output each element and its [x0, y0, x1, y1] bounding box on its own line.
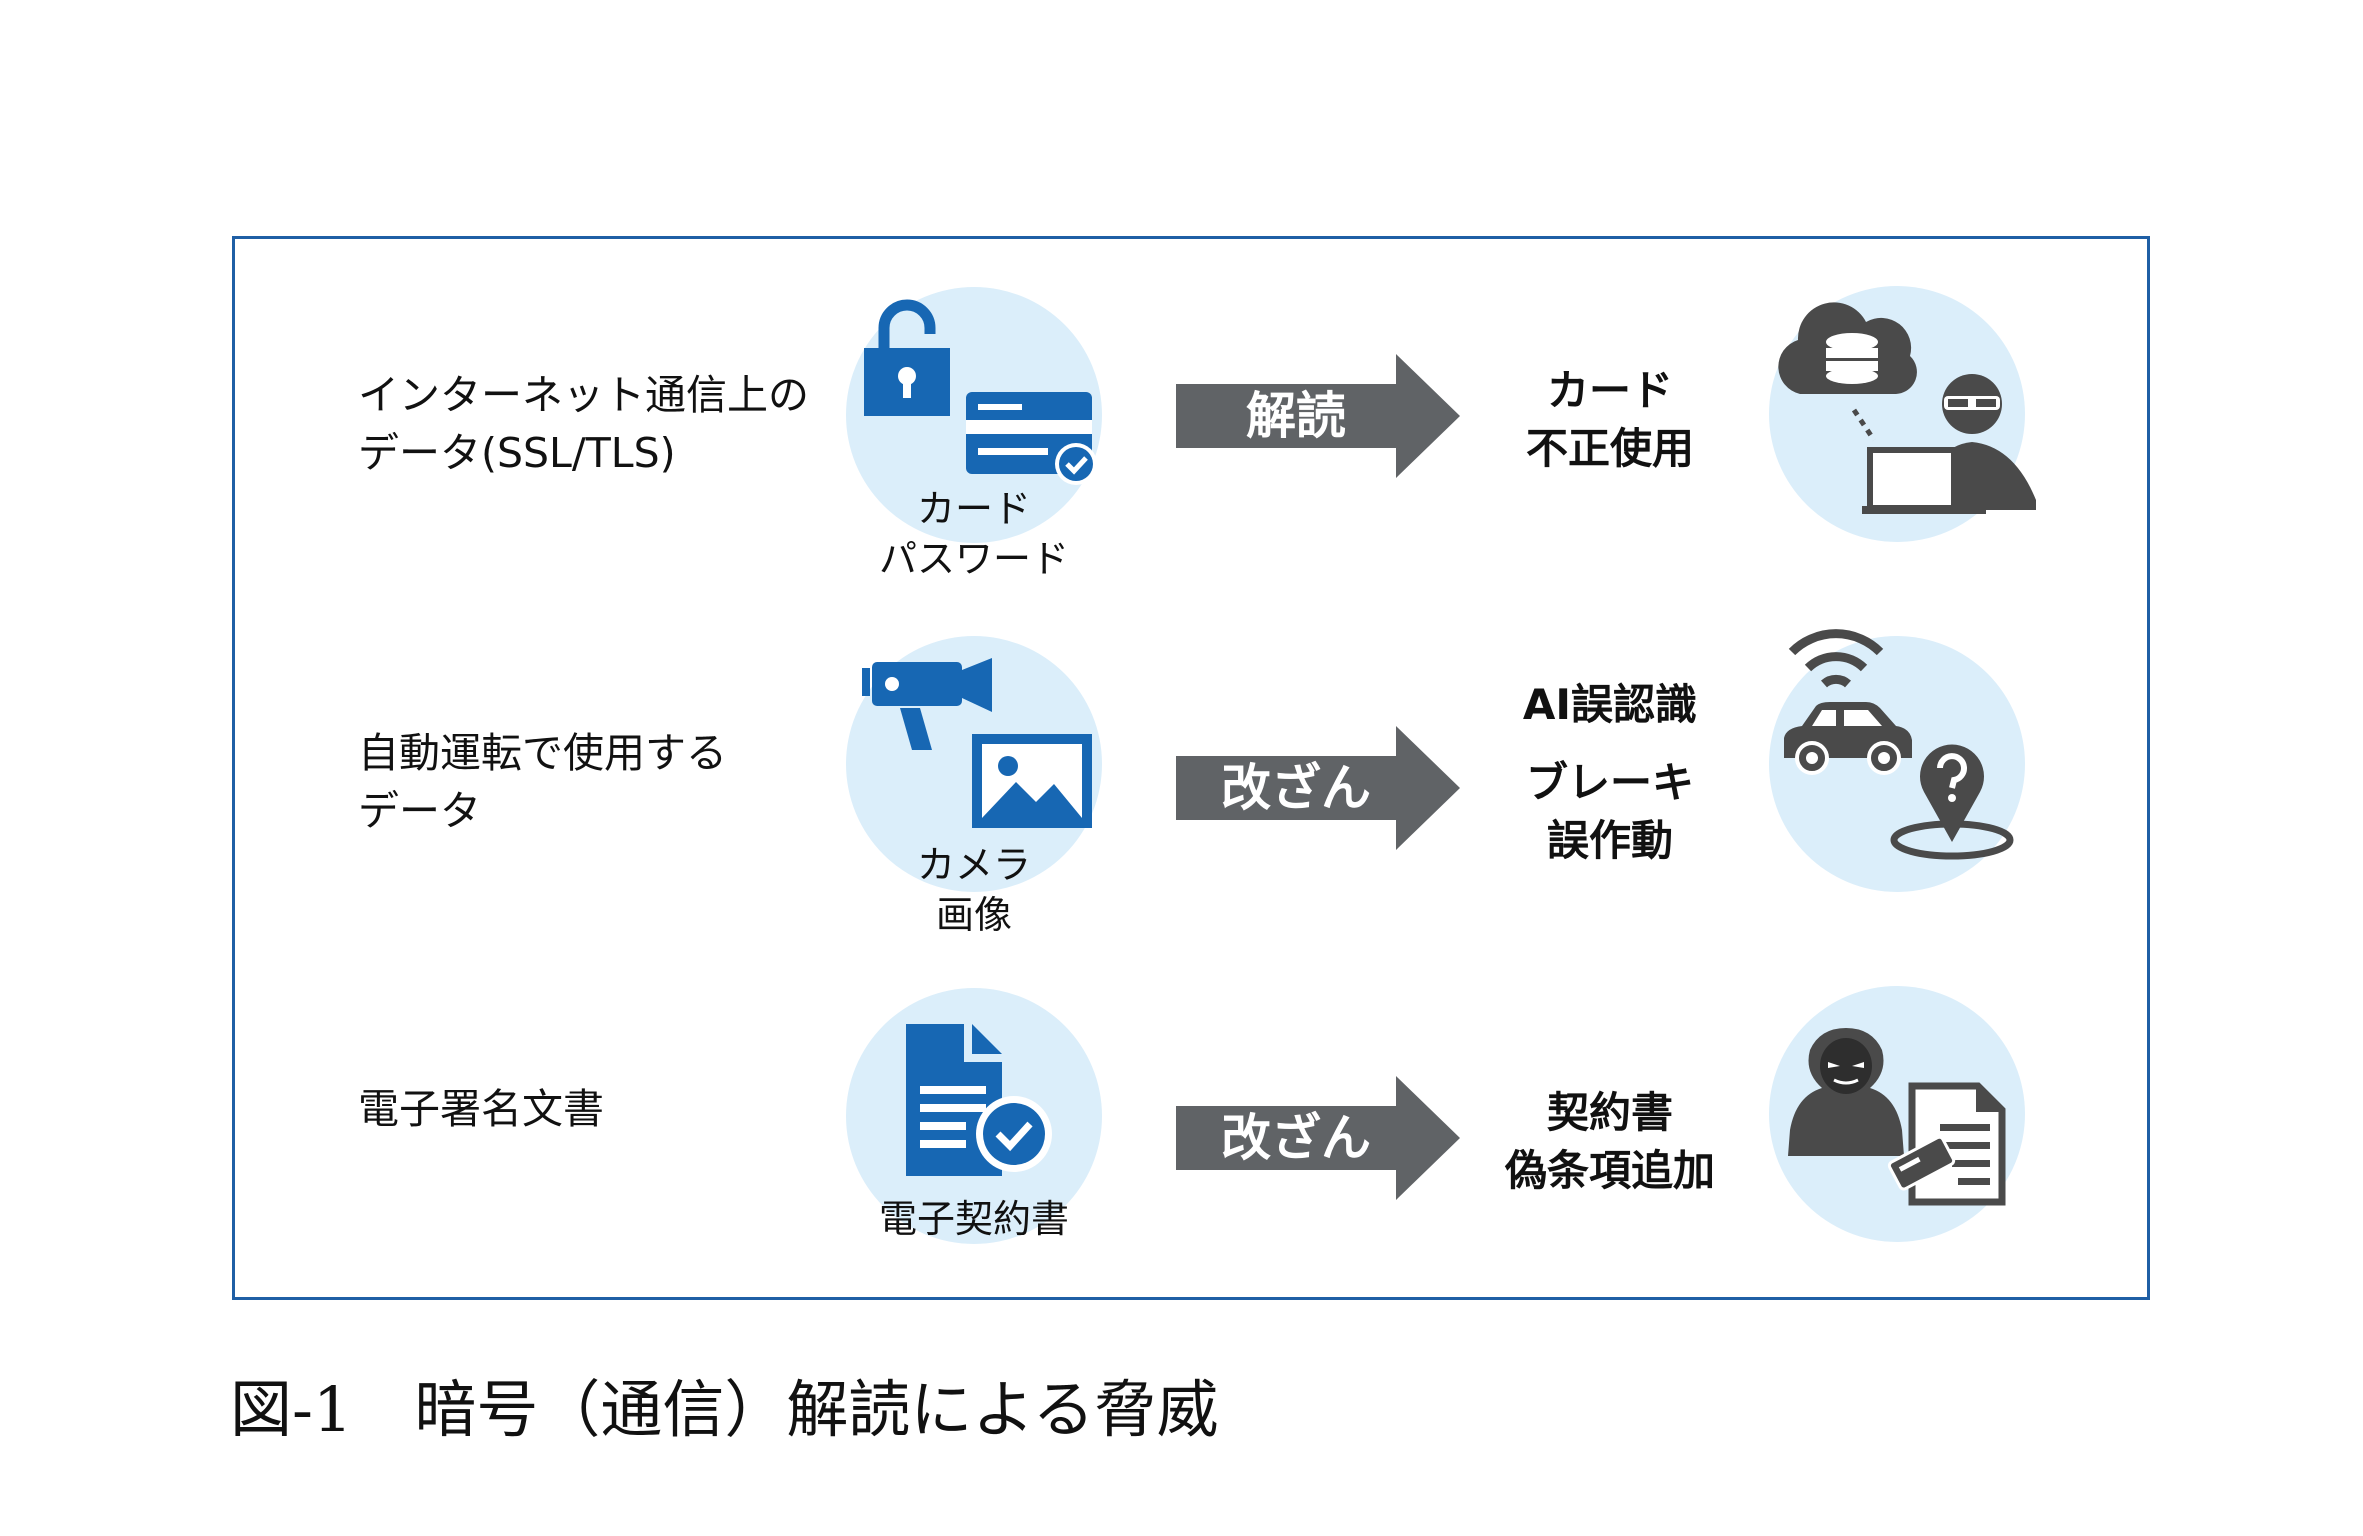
- action-label-row1: 解読: [1246, 387, 1346, 445]
- hooded-hacker-icon: [1788, 1028, 1904, 1156]
- result-line: 偽条項追加: [1504, 1146, 1715, 1195]
- result-line: カード: [1546, 366, 1673, 415]
- result-line: 不正使用: [1525, 424, 1694, 473]
- result-line: 誤作動: [1546, 816, 1673, 865]
- target-line: パスワード: [878, 537, 1069, 581]
- target-line: 電子契約書: [878, 1197, 1069, 1241]
- figure-caption: 図-1 暗号（通信）解読による脅威: [230, 1373, 1219, 1446]
- target-line: カメラ: [916, 843, 1031, 887]
- result-line: 契約書: [1546, 1088, 1673, 1137]
- result-label-row3: 契約書 偽条項追加: [1480, 1084, 1740, 1200]
- car-icon: [1784, 702, 1912, 775]
- source-line: インターネット通信上の: [358, 371, 809, 419]
- document-check-icon: [906, 1024, 1052, 1176]
- target-line: カード: [916, 487, 1031, 531]
- target-line: 画像: [935, 893, 1012, 937]
- source-line: 自動運転で使用する: [358, 729, 727, 777]
- source-label-row2: 自動運転で使用する データ: [358, 724, 727, 840]
- target-label-row1: カード パスワード: [824, 484, 1124, 584]
- diagram-frame: [232, 236, 2150, 1300]
- padlock-open-icon: [864, 299, 950, 416]
- source-label-row1: インターネット通信上の データ(SSL/TLS): [358, 366, 809, 482]
- target-label-row2: カメラ 画像: [824, 840, 1124, 940]
- security-camera-icon: [862, 658, 992, 750]
- action-label-row2: 改ざん: [1221, 759, 1371, 817]
- source-line: 電子署名文書: [358, 1085, 604, 1133]
- credit-card-check-icon: [966, 392, 1097, 485]
- source-line: データ(SSL/TLS): [358, 429, 676, 477]
- document-edit-icon: [1887, 1082, 2006, 1206]
- action-label-row3: 改ざん: [1221, 1109, 1371, 1167]
- arrow-row3: [1176, 1076, 1460, 1200]
- source-label-row3: 電子署名文書: [358, 1080, 604, 1138]
- arrow-row2: [1176, 726, 1460, 850]
- result-line: AI誤認識: [1522, 680, 1698, 729]
- hacker-laptop-icon: [1851, 374, 2036, 514]
- target-label-row3: 電子契約書: [824, 1194, 1124, 1244]
- result-label-row2: AI誤認識 ブレーキ 誤作動: [1480, 676, 1740, 870]
- source-line: データ: [358, 787, 481, 835]
- image-icon: [972, 734, 1092, 828]
- arrow-row1: [1176, 354, 1460, 478]
- result-label-row1: カード 不正使用: [1480, 362, 1740, 478]
- location-question-icon: [1890, 744, 2014, 860]
- result-line: ブレーキ: [1525, 758, 1694, 807]
- cloud-database-icon: [1778, 302, 1917, 394]
- wifi-icon: [1788, 629, 1884, 688]
